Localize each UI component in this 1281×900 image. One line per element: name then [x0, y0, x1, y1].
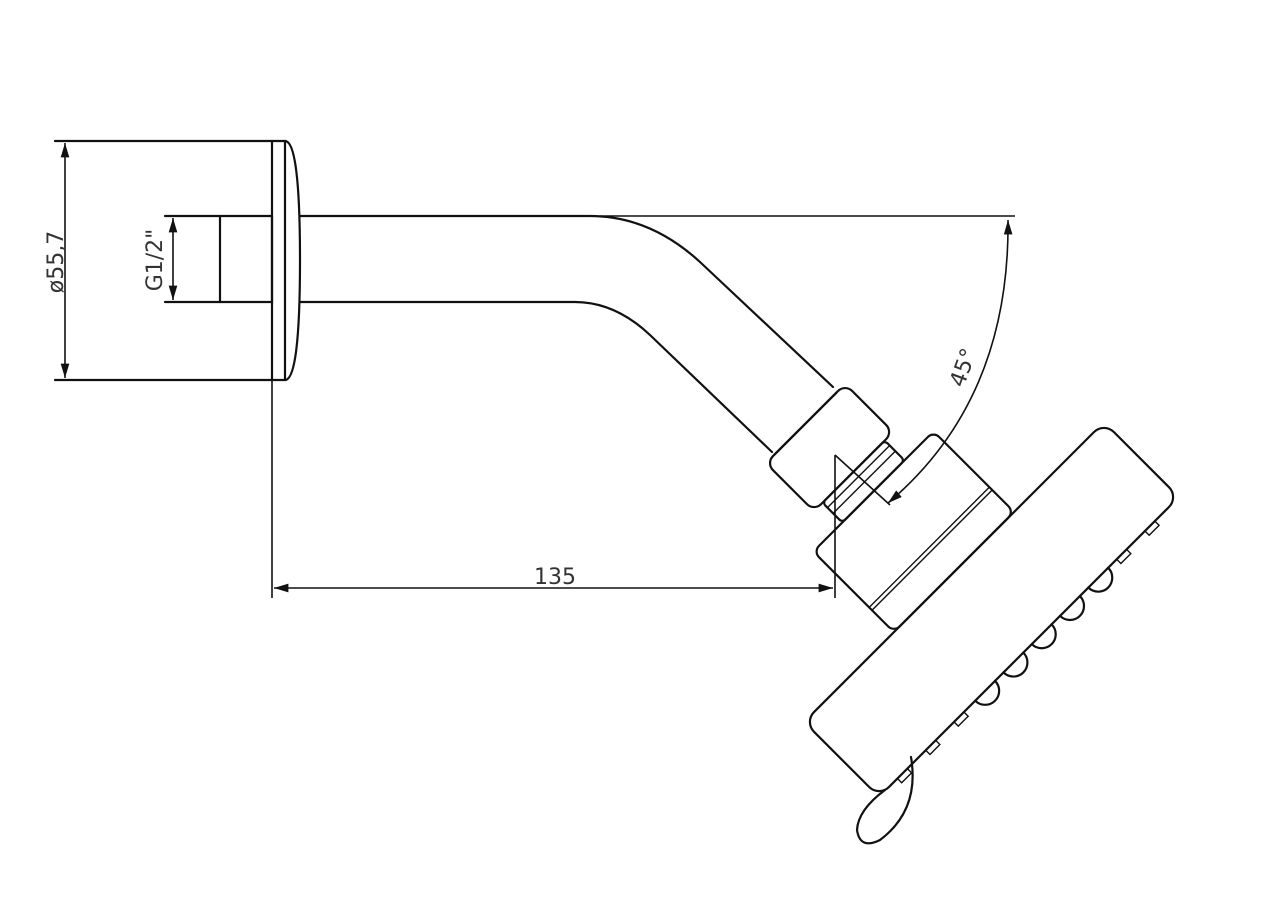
- thread-dimension: G1/2": [143, 218, 178, 300]
- swivel-body: [815, 433, 1012, 630]
- angle-dimension: 45°: [600, 215, 1015, 504]
- angle-label: 45°: [945, 345, 982, 390]
- shower-head: [808, 426, 1175, 793]
- wall-flange: [53, 139, 302, 382]
- projection-dimension: 135: [271, 380, 891, 598]
- thread-label: G1/2": [143, 229, 168, 292]
- shower-arm: [298, 214, 835, 454]
- shower-head-assembly: [768, 386, 1175, 793]
- diameter-label: ø55,7: [44, 231, 69, 293]
- diameter-dimension: ø55,7: [44, 143, 70, 378]
- lever-handle: [855, 755, 914, 845]
- projection-label: 135: [534, 565, 576, 590]
- nozzles: [896, 520, 1161, 784]
